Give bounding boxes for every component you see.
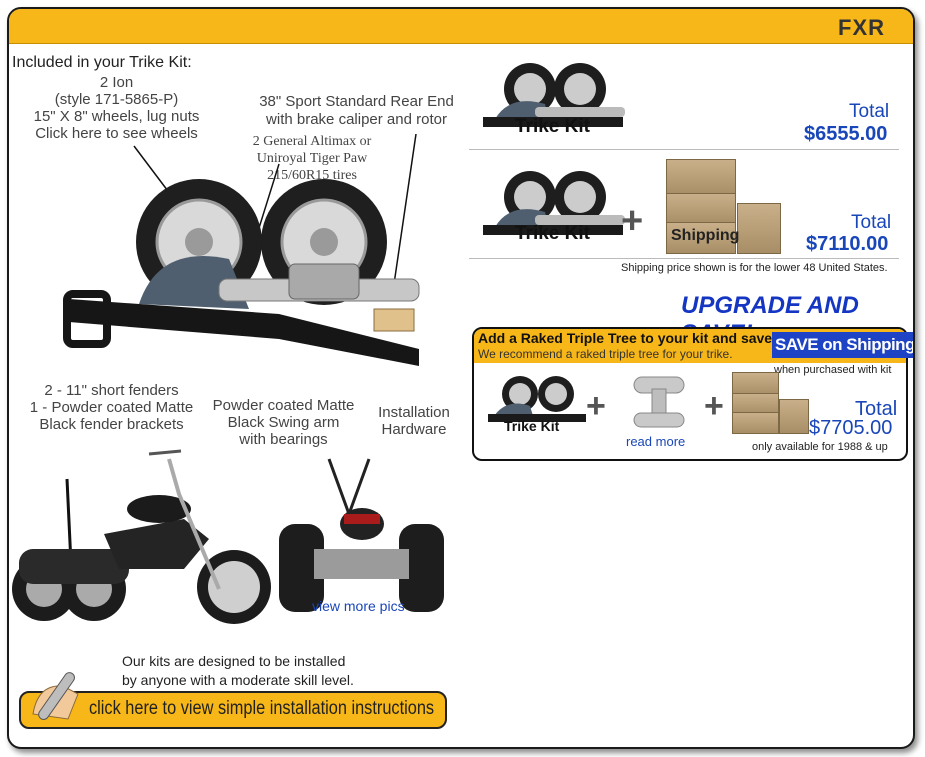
wheels-line-4: Click here to see wheels	[35, 125, 198, 142]
upgrade-box-side	[779, 399, 809, 434]
fenders-line-1: 2 - 11" short fenders	[44, 382, 179, 399]
upgrade-offer[interactable]: Add a Raked Triple Tree to your kit and …	[472, 327, 913, 461]
swing-arm	[69, 299, 419, 366]
wheels-line-2: (style 171-5865-P)	[54, 91, 179, 108]
shipping-box-label: Shipping	[671, 227, 740, 244]
upgrade-price[interactable]: $7705.00	[809, 417, 893, 439]
shipping-box-top	[666, 159, 736, 196]
trike-kit-badge-1: Trike Kit	[515, 116, 590, 137]
hardware-box	[373, 308, 415, 332]
plus-icon-1: +	[621, 200, 644, 242]
hardware-label: Installation Hardware	[364, 404, 464, 438]
swingarm-label: Powder coated Matte Black Swing arm with…	[191, 397, 376, 448]
tires-line-1: 2 General Altimax or	[252, 134, 372, 149]
rear-end-line-1: 38" Sport Standard Rear End	[259, 93, 454, 110]
option1-price[interactable]: $6555.00	[804, 123, 888, 145]
wheels-line-1: 2 Ion	[99, 74, 134, 91]
fenders-line-2: 1 - Powder coated Matte	[29, 399, 194, 416]
save-shipping-badge: SAVE on Shipping	[772, 332, 913, 358]
upgrade-head: Add a Raked Triple Tree to your kit and …	[474, 329, 913, 363]
trike-kit-image[interactable]	[49, 134, 479, 384]
trike-kit-thumb-2[interactable]	[475, 169, 635, 249]
upgrade-subline: We recommend a raked triple tree for you…	[478, 347, 733, 361]
plus-icon-3: +	[704, 387, 724, 425]
tires-label: 2 General Altimax or Uniroyal Tiger Paw …	[247, 133, 377, 184]
swingarm-line-2: Black Swing arm	[227, 414, 340, 431]
option1-total-label: Total	[849, 101, 890, 122]
tires-line-2: Uniroyal Tiger Paw	[256, 151, 368, 166]
swingarm-line-1: Powder coated Matte	[212, 397, 355, 414]
product-panel: FXR Included in your Trike Kit: 2 Ion (s…	[7, 7, 915, 749]
trike-side-photo[interactable]	[9, 439, 274, 629]
included-label: Included in your Trike Kit:	[12, 54, 192, 71]
rear-end-line-2: with brake caliper and rotor	[266, 111, 447, 128]
upgrade-headline: Add a Raked Triple Tree to your kit and …	[478, 330, 777, 346]
page-title: FXR	[838, 15, 885, 40]
shipping-box-side	[737, 203, 781, 254]
install-button-label: click here to view simple installation i…	[89, 698, 435, 719]
tires-line-3: 215/60R15 tires	[267, 168, 357, 183]
fenders-label: 2 - 11" short fenders 1 - Powder coated …	[19, 382, 204, 433]
view-more-pics-link[interactable]: view more pics	[312, 598, 405, 614]
divider-2	[469, 258, 899, 259]
upgrade-total-label: Total	[855, 398, 898, 420]
wheels-link[interactable]: 2 Ion (style 171-5865-P) 15" X 8" wheels…	[19, 74, 214, 142]
install-instructions-button[interactable]: click here to view simple installation i…	[19, 691, 447, 729]
hardware-line-2: Hardware	[381, 421, 447, 438]
read-more-link[interactable]: read more	[626, 434, 686, 449]
fenders-line-3: Black fender brackets	[39, 416, 184, 433]
swingarm-line-3: with bearings	[239, 431, 328, 448]
wrench-hand-icon	[32, 672, 79, 720]
trike-kit-badge-3: Trike Kit	[504, 418, 560, 434]
triple-tree-image[interactable]	[626, 371, 692, 433]
trike-kit-thumb-1[interactable]	[475, 59, 635, 139]
trike-kit-badge-2: Trike Kit	[515, 223, 590, 244]
trike-kit-thumb-3[interactable]	[482, 374, 592, 434]
plus-icon-2: +	[586, 387, 606, 425]
trike-rear-photo[interactable]	[274, 454, 454, 619]
shipping-note: Shipping price shown is for the lower 48…	[621, 262, 888, 274]
header-bar: FXR	[9, 9, 913, 44]
shipping-box-bottom	[666, 222, 736, 254]
rear-end-callout-line	[393, 134, 417, 285]
hardware-line-1: Installation	[378, 404, 450, 421]
rear-end-label: 38" Sport Standard Rear End with brake c…	[249, 93, 464, 129]
upgrade-note: only available for 1988 & up	[752, 441, 888, 453]
upgrade-box-bottom	[732, 412, 779, 434]
install-note-line-1: Our kits are designed to be installed	[122, 653, 346, 669]
option2-total-label: Total	[851, 212, 892, 233]
divider-1	[469, 149, 899, 150]
install-note-line-2: by anyone with a moderate skill level.	[122, 672, 354, 688]
install-note: Our kits are designed to be installed by…	[122, 652, 354, 690]
save-shipping-sub: when purchased with kit	[774, 364, 892, 376]
wheels-line-3: 15" X 8" wheels, lug nuts	[33, 108, 200, 125]
option2-price[interactable]: $7110.00	[806, 233, 889, 255]
shipping-box-mid	[666, 193, 736, 225]
